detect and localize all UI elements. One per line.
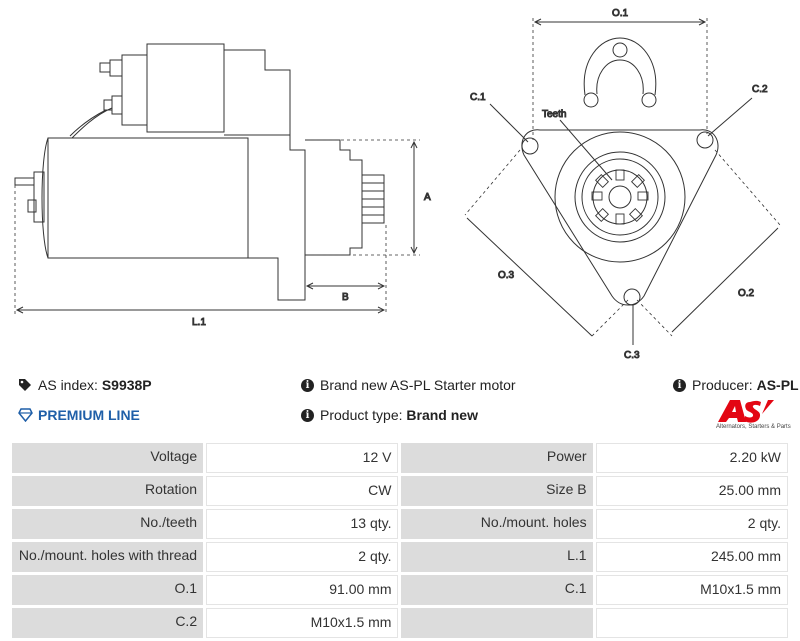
brand-row: i Brand new AS-PL Starter motor [301,377,516,393]
as-pl-logo [716,396,792,432]
product-type-label: Product type: [320,407,403,423]
teeth-label: Teeth [542,109,566,120]
as-index-row: AS index: S9938P [18,377,152,393]
premium-line-row: PREMIUM LINE [18,407,140,423]
spec-label: C.2 [12,608,204,638]
spec-value: 2 qty. [595,509,788,539]
spec-value: 2.20 kW [595,443,788,473]
dim-o3-label: O.3 [498,270,515,281]
dim-b-label: B [342,292,349,303]
premium-line-label: PREMIUM LINE [38,407,140,423]
spec-value: 91.00 mm [206,575,399,605]
info-icon: i [301,408,314,422]
logo-subtitle: Alternators, Starters & Parts [716,424,791,430]
spec-value: 13 qty. [206,509,399,539]
spec-label: Size B [401,476,593,506]
spec-value: M10x1.5 mm [206,608,399,638]
dim-c2-label: C.2 [752,84,768,95]
as-index-label: AS index: [38,377,98,393]
spec-value: 2 qty. [206,542,399,572]
spec-value: 245.00 mm [595,542,788,572]
spec-label: Power [401,443,593,473]
dim-a-label: A [424,192,431,203]
spec-label [401,608,593,638]
product-type-value: Brand new [406,407,478,423]
producer-value: AS-PL [756,377,799,393]
spec-label: No./mount. holes [401,509,593,539]
dim-o2-label: O.2 [738,288,755,299]
spec-value: 25.00 mm [595,476,788,506]
dim-o1-label: O.1 [612,8,629,19]
front-view [464,18,781,345]
tag-icon [18,378,32,392]
technical-drawing: A B L.1 [14,8,781,362]
dim-c3-label: C.3 [624,350,640,361]
spec-label: No./mount. holes with thread [12,542,204,572]
spec-value: CW [206,476,399,506]
spec-label: C.1 [401,575,593,605]
producer-label: Producer: [692,377,753,393]
spec-label: L.1 [401,542,593,572]
spec-label: Voltage [12,443,204,473]
brand-text: Brand new AS-PL Starter motor [320,377,516,393]
spec-label: O.1 [12,575,204,605]
dim-c1-label: C.1 [470,92,486,103]
dim-l1-label: L.1 [192,317,206,328]
producer-row: i Producer: AS-PL [673,377,799,393]
spec-label: Rotation [12,476,204,506]
spec-value [595,608,788,638]
spec-value: 12 V [206,443,399,473]
spec-label: No./teeth [12,509,204,539]
as-index-value: S9938P [101,377,152,393]
info-icon: i [673,378,686,392]
spec-value: M10x1.5 mm [595,575,788,605]
product-type-row: i Product type: Brand new [301,407,478,423]
info-icon: i [301,378,314,392]
diamond-icon [18,408,33,423]
side-view [14,43,420,315]
